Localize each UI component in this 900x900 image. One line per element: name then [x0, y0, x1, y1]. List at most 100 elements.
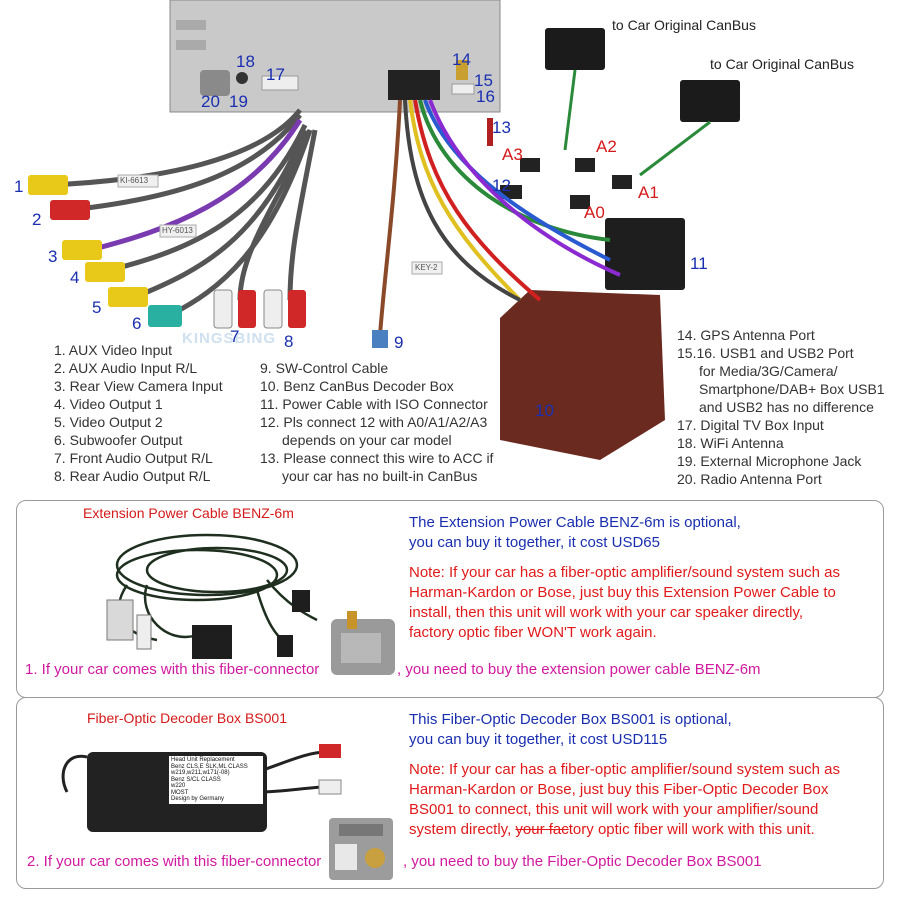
legend-item: 17. Digital TV Box Input: [677, 417, 824, 433]
callout-14: 14: [452, 50, 471, 69]
legend-item: 11. Power Cable with ISO Connector: [260, 396, 488, 412]
radio-antenna-port: [200, 70, 230, 96]
wiring-illustration: [28, 0, 740, 460]
legend-item: 9. SW-Control Cable: [260, 360, 389, 376]
callout-6: 6: [132, 314, 142, 333]
cable-tag-2: HY-6013: [162, 226, 193, 235]
note-strikethrough: your fac: [515, 821, 569, 838]
panel1-optional: The Extension Power Cable BENZ-6m is opt…: [409, 513, 741, 553]
legend-item: 5. Video Output 2: [54, 414, 163, 430]
legend-item: 14. GPS Antenna Port: [677, 327, 815, 343]
legend-item: 10. Benz CanBus Decoder Box: [260, 378, 454, 394]
connector-tag-a0: A0: [584, 203, 605, 222]
panel2-note-line: Note: If your car has a fiber-optic ampl…: [409, 761, 841, 778]
wiring-diagram: to Car Original CanBus to Car Original C…: [14, 0, 885, 488]
legend-mid: 9. SW-Control Cable 10. Benz CanBus Deco…: [260, 359, 493, 485]
sw-control-plug: [372, 330, 388, 348]
callout-4: 4: [70, 268, 80, 287]
panel1-fiber-after: , you need to buy the extension power ca…: [397, 661, 761, 678]
callout-19: 19: [229, 92, 248, 111]
canbus-decoder-box: [500, 290, 665, 460]
connector-tag-a1: A1: [638, 183, 659, 202]
panel1-title: Extension Power Cable BENZ-6m: [83, 505, 294, 521]
legend-item: 2. AUX Audio Input R/L: [54, 360, 198, 376]
panel2-fiber-before: 2. If your car comes with this fiber-con…: [27, 853, 322, 870]
decoder-box-label: Head Unit Replacement Benz CLS,E SLK,ML …: [169, 756, 263, 804]
box-label-line: w219,w211,w171(-08): [171, 770, 230, 776]
panel1-optional-line: you can buy it together, it cost USD65: [409, 534, 660, 551]
panel2-optional-line: you can buy it together, it cost USD115: [409, 731, 668, 748]
callout-20: 20: [201, 92, 220, 111]
legend-item: 4. Video Output 1: [54, 396, 163, 412]
extension-cable-image: [106, 533, 318, 659]
callout-16: 16: [476, 87, 495, 106]
callout-2: 2: [32, 210, 42, 229]
panel1-note-line: factory optic fiber WON'T work again.: [409, 624, 657, 641]
panel2-fiber-after: , you need to buy the Fiber-Optic Decode…: [403, 853, 762, 870]
legend-item: 3. Rear View Camera Input: [54, 378, 223, 394]
panel2-optional: This Fiber-Optic Decoder Box BS001 is op…: [409, 710, 732, 750]
legend-item: 18. WiFi Antenna: [677, 435, 784, 451]
box-label-line: w220: [171, 783, 186, 789]
callout-8: 8: [284, 332, 294, 351]
callout-15: 15: [474, 71, 493, 90]
watermark: KINGSBING: [182, 330, 277, 347]
canbus-label-2: to Car Original CanBus: [710, 56, 854, 72]
panel1-note-line: install, then this unit will work with y…: [409, 604, 804, 621]
callout-1: 1: [14, 177, 24, 196]
panel1-fiber-before: 1. If your car comes with this fiber-con…: [25, 661, 320, 678]
panel1-note-line: Note: If your car has a fiber-optic ampl…: [409, 564, 841, 581]
mic-jack: [236, 72, 248, 84]
box-label-line: Benz CLS,E SLK,ML CLASS: [171, 763, 248, 770]
callout-13: 13: [492, 118, 511, 137]
canbus-connector-1: [545, 28, 605, 70]
box-label-line: Design by Germany: [171, 796, 225, 802]
callout-11: 11: [690, 254, 708, 273]
legend-item: depends on your car model: [282, 432, 452, 448]
legend-item: for Media/3G/Camera/: [699, 363, 838, 379]
cable-tag-3: KEY-2: [415, 263, 438, 272]
callout-5: 5: [92, 298, 102, 317]
note-text: tory optic fiber will work with this uni…: [568, 821, 815, 838]
canbus-connector-2: [680, 80, 740, 122]
note-text: system directly,: [409, 821, 516, 838]
dtv-port: [261, 75, 299, 91]
callout-7: 7: [230, 327, 240, 346]
legend-item: 15.16. USB1 and USB2 Port: [677, 345, 854, 361]
panel2-note: Note: If your car has a fiber-optic ampl…: [409, 760, 840, 840]
callout-10: 10: [535, 401, 554, 420]
legend-left: 1. AUX Video Input 2. AUX Audio Input R/…: [54, 341, 223, 485]
legend-item: and USB2 has no difference: [699, 399, 874, 415]
box-label-line: MOST: [171, 789, 189, 796]
legend-right: 14. GPS Antenna Port 15.16. USB1 and USB…: [677, 326, 885, 488]
legend-item: 20. Radio Antenna Port: [677, 471, 822, 487]
iso-socket: [388, 70, 440, 100]
callout-3: 3: [48, 247, 58, 266]
legend-item: 12. Pls connect 12 with A0/A1/A2/A3: [260, 414, 488, 430]
legend-item: your car has no built-in CanBus: [282, 468, 478, 484]
fiber-connector-2-image: [329, 818, 393, 880]
panel2-note-line: BS001 to connect, this unit will work wi…: [409, 801, 819, 818]
legend-item: Smartphone/DAB+ Box USB1: [699, 381, 885, 397]
panel1-optional-line: The Extension Power Cable BENZ-6m is opt…: [409, 514, 741, 531]
fiber-connector-1-image: [331, 611, 395, 675]
decoder-box-panel: Fiber-Optic Decoder Box BS001 Head Unit …: [16, 697, 884, 889]
panel1-note: Note: If your car has a fiber-optic ampl…: [409, 563, 840, 643]
connector-tag-a2: A2: [596, 137, 617, 156]
box-label-line: Benz S/CL CLASS: [171, 776, 221, 783]
cable-tag-1: KI-6613: [120, 176, 149, 185]
legend-item: 8. Rear Audio Output R/L: [54, 468, 211, 484]
legend-item: 19. External Microphone Jack: [677, 453, 862, 469]
panel2-note-line-last: system directly, your factory optic fibe…: [409, 820, 840, 840]
panel2-note-line: Harman-Kardon or Bose, just buy this Fib…: [409, 781, 829, 798]
extension-cable-panel: Extension Power Cable BENZ-6m The Extens…: [16, 500, 884, 698]
panel2-title: Fiber-Optic Decoder Box BS001: [87, 710, 287, 726]
legend-item: 6. Subwoofer Output: [54, 432, 183, 448]
legend-item: 7. Front Audio Output R/L: [54, 450, 213, 466]
callout-12: 12: [492, 176, 511, 195]
canbus-label-1: to Car Original CanBus: [612, 17, 756, 33]
legend-item: 13. Please connect this wire to ACC if: [260, 450, 494, 466]
rca-plugs: [28, 175, 306, 329]
gps-port: [456, 60, 468, 80]
panel1-note-line: Harman-Kardon or Bose, just buy this Ext…: [409, 584, 836, 601]
